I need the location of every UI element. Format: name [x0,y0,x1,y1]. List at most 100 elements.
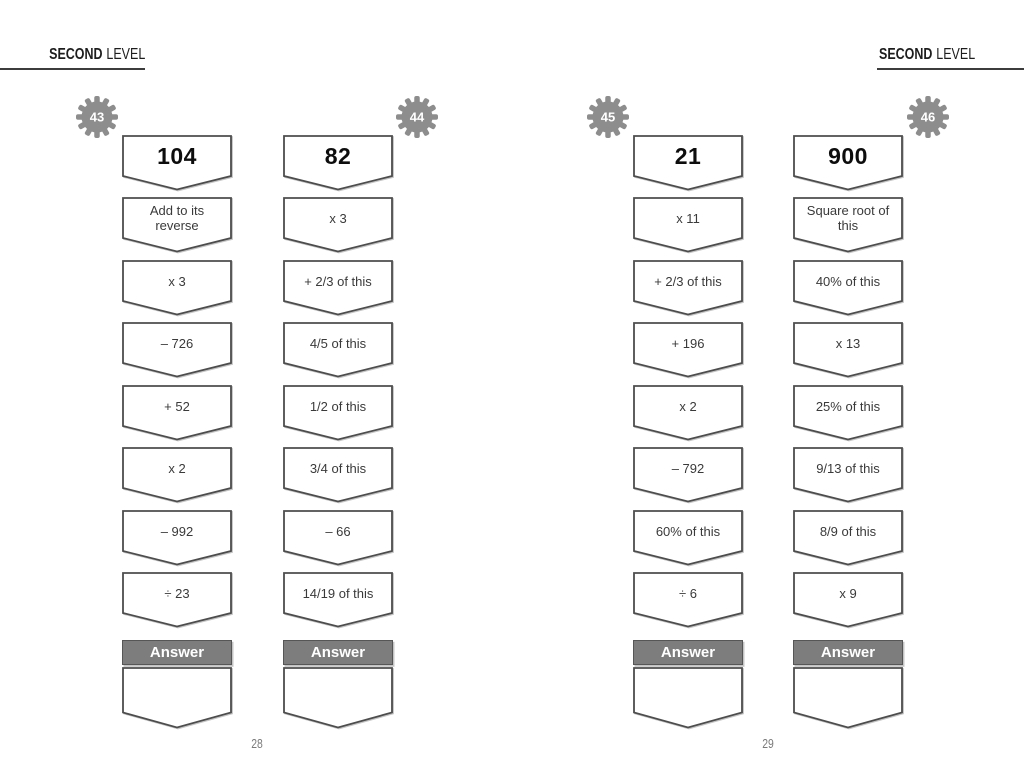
answer-write-in-box[interactable] [633,667,743,729]
step-label: x 3 [168,273,186,289]
puzzle-badge-44: 44 [395,95,439,139]
step-box: 9/13 of this [793,447,903,503]
start-value-box: 21 [633,135,743,191]
step-box: 40% of this [793,260,903,316]
banner-shape [793,197,903,253]
step-label: x 11 [676,210,700,226]
puzzle-badge-46: 46 [906,95,950,139]
step-label: – 726 [160,335,194,351]
banner-shape [633,572,743,628]
puzzle-column-43: 104 Add to its reverse x 3 – 726 + 52 x … [122,0,232,781]
answer-write-in-box[interactable] [283,667,393,729]
step-box: x 11 [633,197,743,253]
puzzle-column-46: 900 Square root of this 40% of this x 13… [793,0,903,781]
banner-shape [633,322,743,378]
step-box: x 2 [122,447,232,503]
banner-shape [283,385,393,441]
step-label: 60% of this [655,523,721,539]
step-box: x 9 [793,572,903,628]
banner-shape [793,667,903,729]
step-label: + 2/3 of this [304,273,372,289]
banner-shape [122,135,232,191]
step-box: x 3 [283,197,393,253]
step-label: + 2/3 of this [654,273,722,289]
banner-shape [793,447,903,503]
step-box: 3/4 of this [283,447,393,503]
banner-shape [122,197,232,253]
step-box: ÷ 6 [633,572,743,628]
step-box: + 2/3 of this [283,260,393,316]
banner-shape [633,135,743,191]
start-value-box: 900 [793,135,903,191]
step-label: 4/5 of this [309,335,367,351]
banner-shape [122,447,232,503]
banner-shape [793,135,903,191]
step-box: x 3 [122,260,232,316]
answer-header-bar: Answer [633,640,743,665]
gear-icon: 44 [396,96,438,138]
answer-write-in-box[interactable] [122,667,232,729]
start-value-box: 104 [122,135,232,191]
answer-header-bar: Answer [793,640,903,665]
puzzle-badge-45: 45 [586,95,630,139]
step-label: ÷ 6 [679,585,697,601]
banner-shape [283,135,393,191]
header-light-text: LEVEL [936,46,976,63]
step-box: – 792 [633,447,743,503]
gear-icon: 46 [907,96,949,138]
step-label: 40% of this [815,273,881,289]
banner-shape [122,510,232,566]
banner-shape [633,385,743,441]
page-number-left: 28 [251,736,263,751]
step-box: Add to its reverse [122,197,232,253]
step-label: x 9 [839,585,857,601]
step-label: + 52 [164,398,190,414]
answer-write-in-box[interactable] [793,667,903,729]
step-box: 8/9 of this [793,510,903,566]
start-value: 900 [828,142,868,169]
header-bold-text: SECOND [48,46,103,63]
step-box: – 992 [122,510,232,566]
banner-shape [633,447,743,503]
header-light-text: LEVEL [106,46,145,63]
banner-shape [122,385,232,441]
puzzle-number: 43 [90,110,104,125]
banner-shape [793,385,903,441]
banner-shape [793,260,903,316]
step-label: x 2 [168,460,186,476]
banner-shape [283,260,393,316]
start-value-box: 82 [283,135,393,191]
step-label: 9/13 of this [816,460,880,476]
banner-shape [122,667,232,729]
banner-shape [283,322,393,378]
step-box: – 66 [283,510,393,566]
gear-icon: 43 [76,96,118,138]
step-label: ÷ 23 [164,585,190,601]
step-box: + 52 [122,385,232,441]
step-label: 3/4 of this [309,460,367,476]
banner-shape [283,197,393,253]
step-box: x 2 [633,385,743,441]
start-value: 104 [157,142,197,169]
banner-shape [283,447,393,503]
banner-shape [122,322,232,378]
start-value: 82 [324,142,352,169]
step-box: 60% of this [633,510,743,566]
puzzle-number: 46 [921,110,935,125]
step-label: – 66 [325,523,351,539]
banner-shape [283,510,393,566]
step-label: x 3 [329,210,347,226]
step-box: 1/2 of this [283,385,393,441]
step-box: ÷ 23 [122,572,232,628]
step-box: + 2/3 of this [633,260,743,316]
step-box: + 196 [633,322,743,378]
banner-shape [633,260,743,316]
step-label: Add to its reverse [149,203,205,233]
step-box: Square root of this [793,197,903,253]
puzzle-number: 45 [601,110,615,125]
answer-header-bar: Answer [283,640,393,665]
